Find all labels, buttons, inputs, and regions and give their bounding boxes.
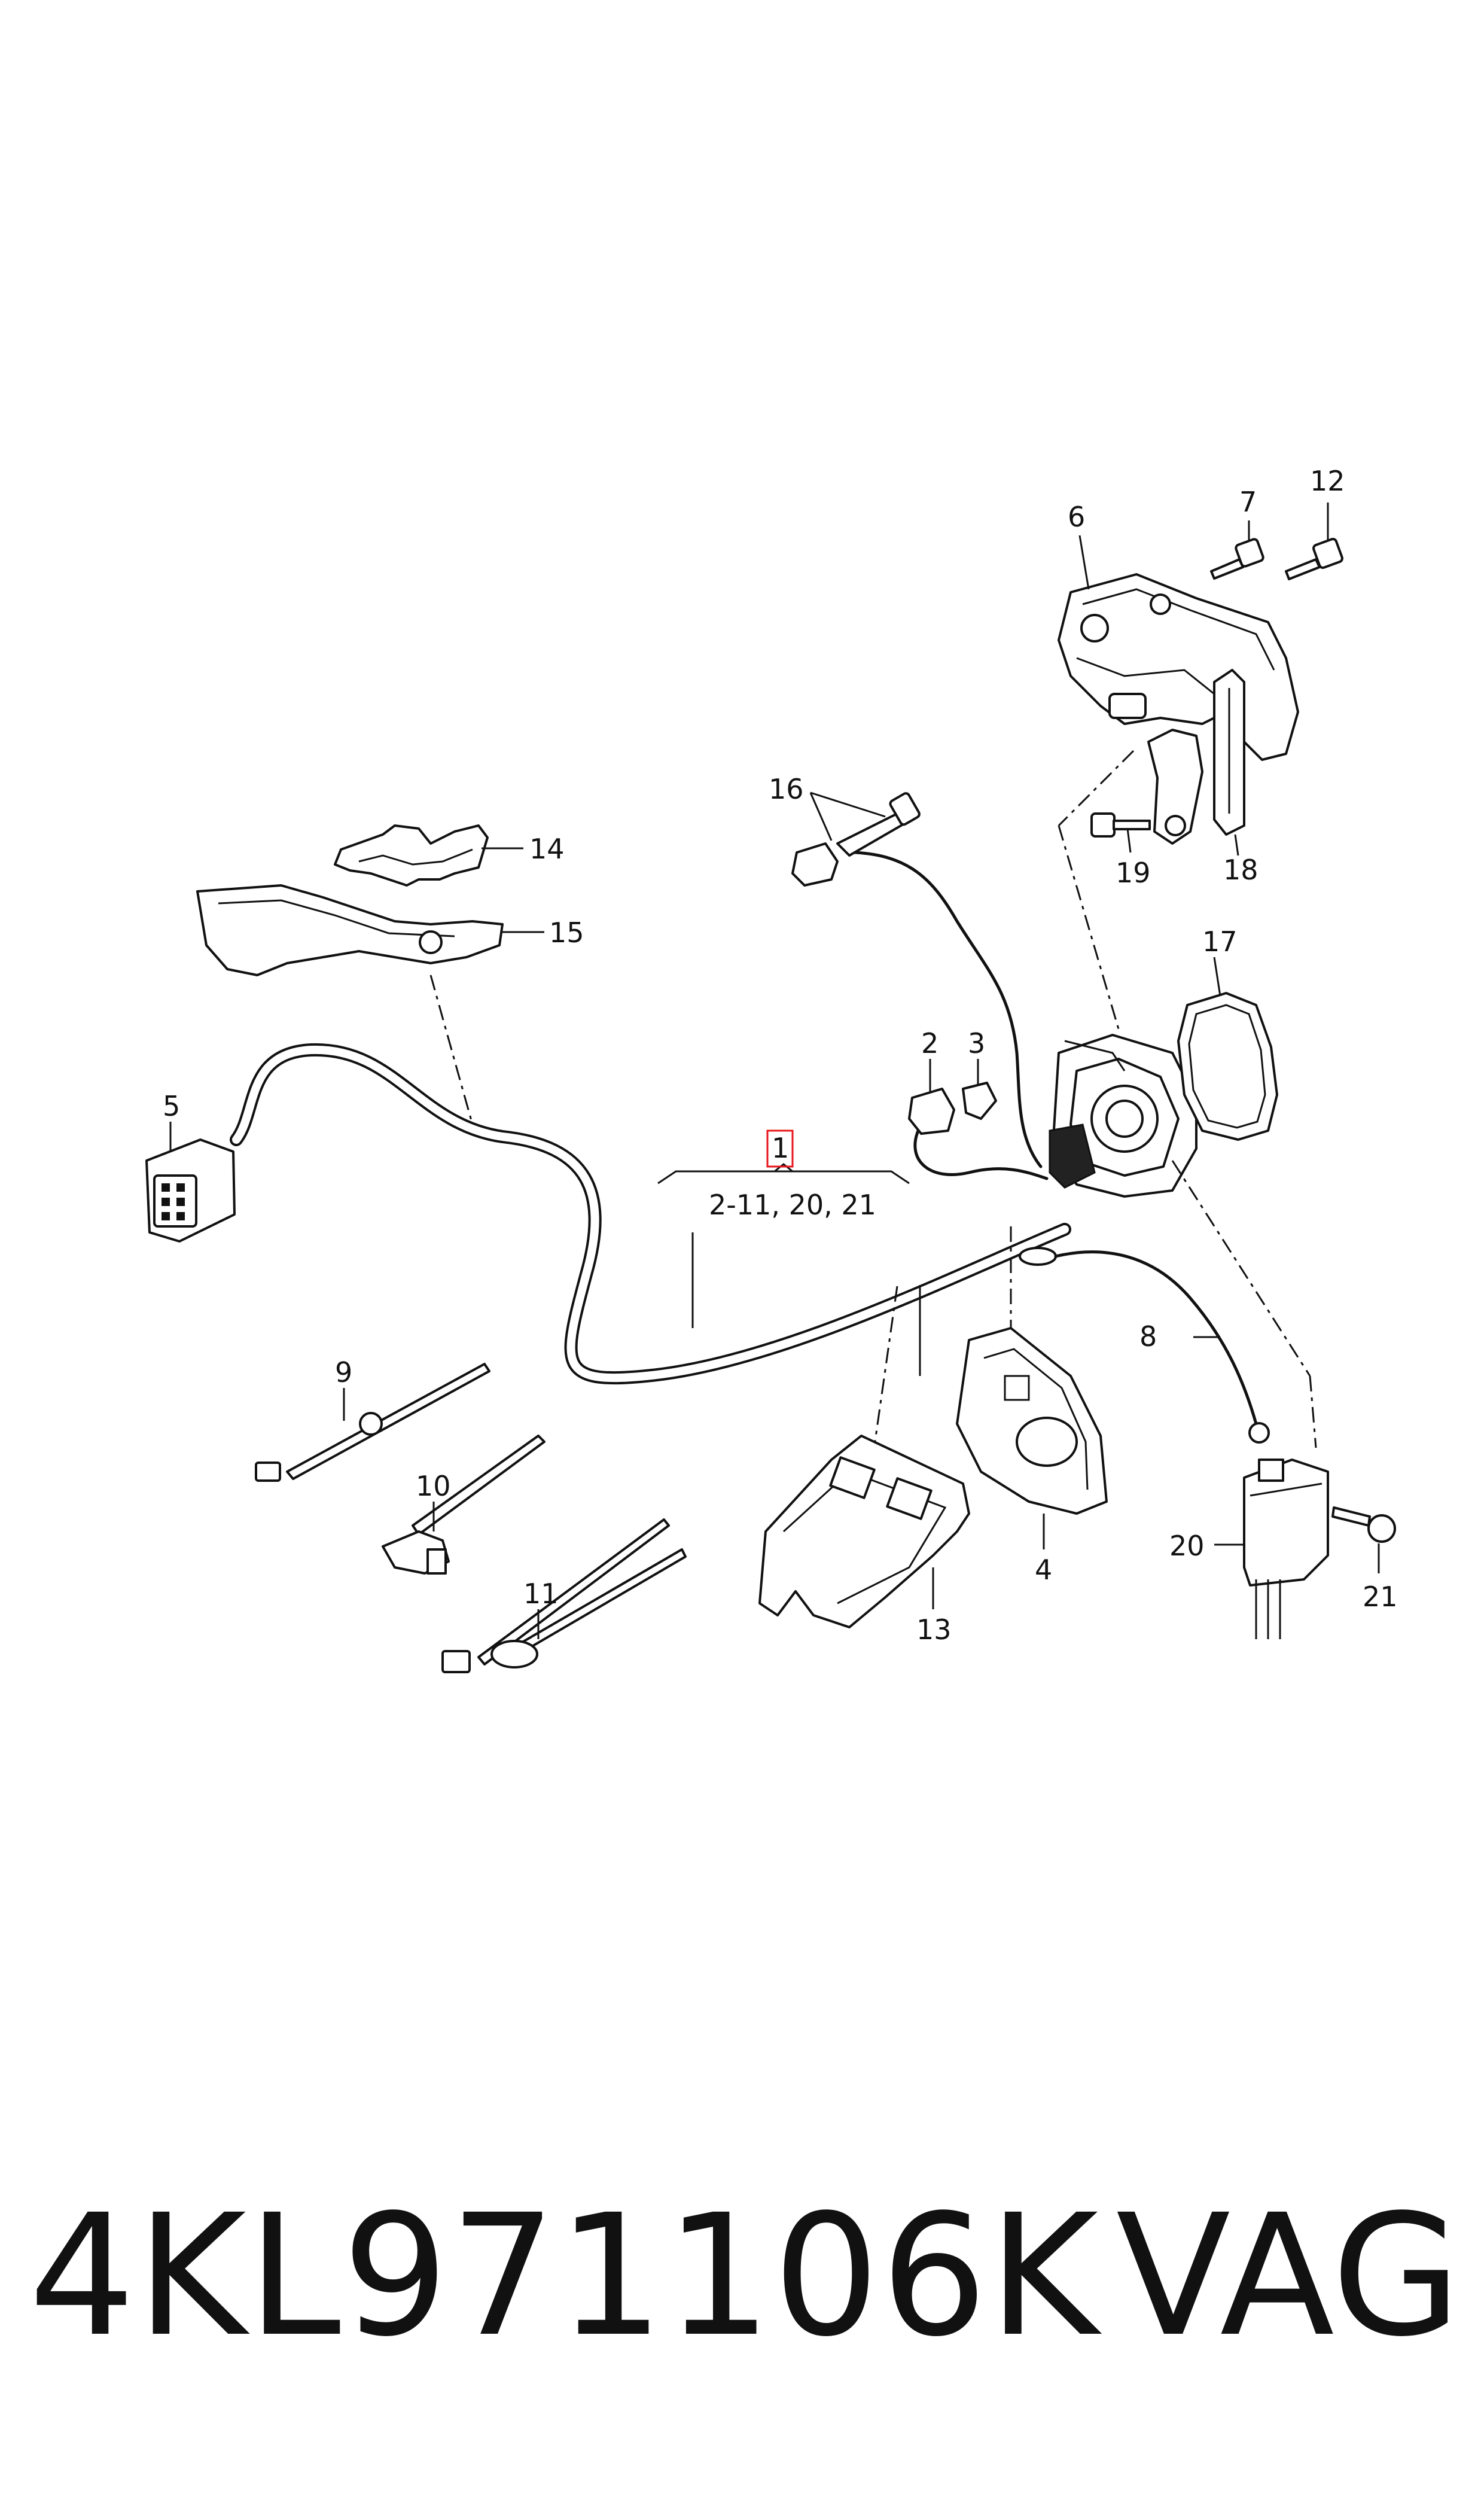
callout-1: 1 bbox=[772, 1132, 789, 1164]
callout-21: 21 bbox=[1363, 1581, 1398, 1613]
callout-1-range: 2-11, 20, 21 bbox=[709, 1189, 876, 1221]
main-wiring-harness bbox=[230, 1043, 1071, 1385]
callout-15: 15 bbox=[549, 917, 584, 949]
assembly-line-module bbox=[1171, 1160, 1311, 1377]
callout-2: 2 bbox=[921, 1027, 938, 1059]
clip-part-3 bbox=[962, 1059, 997, 1120]
callout-6: 6 bbox=[1068, 501, 1085, 533]
callout-11: 11 bbox=[523, 1578, 559, 1610]
part-number: 4KL971106K bbox=[29, 2179, 1100, 2374]
holder-part-13 bbox=[758, 1435, 970, 1628]
callout-20: 20 bbox=[1169, 1530, 1205, 1562]
callout-18: 18 bbox=[1223, 854, 1258, 886]
cable-tie-part-9 bbox=[255, 1363, 490, 1482]
footer: 4KL971106K VAG bbox=[0, 2178, 1484, 2375]
callout-8: 8 bbox=[1139, 1320, 1157, 1353]
harness-guide-part-14 bbox=[334, 824, 523, 887]
control-module-part-20 bbox=[1214, 1459, 1329, 1639]
callout-17: 17 bbox=[1202, 925, 1238, 958]
grommet-screw-part-16 bbox=[791, 791, 1043, 1168]
cable-tie-part-10 bbox=[382, 1435, 546, 1575]
connector-plug-part-5 bbox=[145, 1122, 236, 1243]
assembly-line-bracket bbox=[1058, 750, 1135, 827]
ground-wire-part-8 bbox=[1019, 1247, 1270, 1444]
bolt-part-21 bbox=[1331, 1506, 1396, 1573]
callout-3: 3 bbox=[968, 1027, 985, 1059]
callout-12: 12 bbox=[1310, 465, 1345, 497]
callout-1-bracket bbox=[657, 1163, 921, 1376]
assembly-line-module-2 bbox=[1309, 1375, 1317, 1448]
callout-5: 5 bbox=[163, 1090, 180, 1122]
cable-tie-part-11 bbox=[441, 1518, 687, 1673]
bolt-part-12 bbox=[1285, 503, 1343, 580]
bolt-part-7 bbox=[1210, 520, 1264, 580]
callout-1-highlight bbox=[766, 1129, 794, 1168]
callout-13: 13 bbox=[916, 1613, 952, 1646]
callout-10: 10 bbox=[416, 1470, 451, 1502]
callout-19: 19 bbox=[1116, 857, 1151, 889]
callout-4: 4 bbox=[1035, 1554, 1052, 1586]
brand-label: VAG bbox=[1116, 2179, 1461, 2374]
callout-9: 9 bbox=[335, 1356, 352, 1389]
callout-16: 16 bbox=[769, 773, 804, 805]
callout-14: 14 bbox=[529, 833, 565, 865]
sensor-part-2 bbox=[908, 1059, 1049, 1180]
assembly-line-socket bbox=[1058, 825, 1120, 1030]
mounting-bracket-part-6 bbox=[1058, 535, 1299, 761]
assembly-line-holder bbox=[872, 1286, 898, 1454]
callout-labels: 1 2-11, 20, 21 2 3 4 5 6 7 8 9 10 11 12 … bbox=[163, 465, 1398, 1646]
charging-socket-assembly bbox=[1049, 1034, 1197, 1198]
bracket-strip-part-18 bbox=[1147, 669, 1245, 856]
socket-cover-part-4 bbox=[956, 1327, 1108, 1549]
harness-guide-part-15 bbox=[196, 884, 544, 1125]
gasket-part-17 bbox=[1177, 957, 1278, 1141]
callout-7: 7 bbox=[1239, 486, 1257, 518]
bolt-part-19 bbox=[1090, 812, 1151, 853]
